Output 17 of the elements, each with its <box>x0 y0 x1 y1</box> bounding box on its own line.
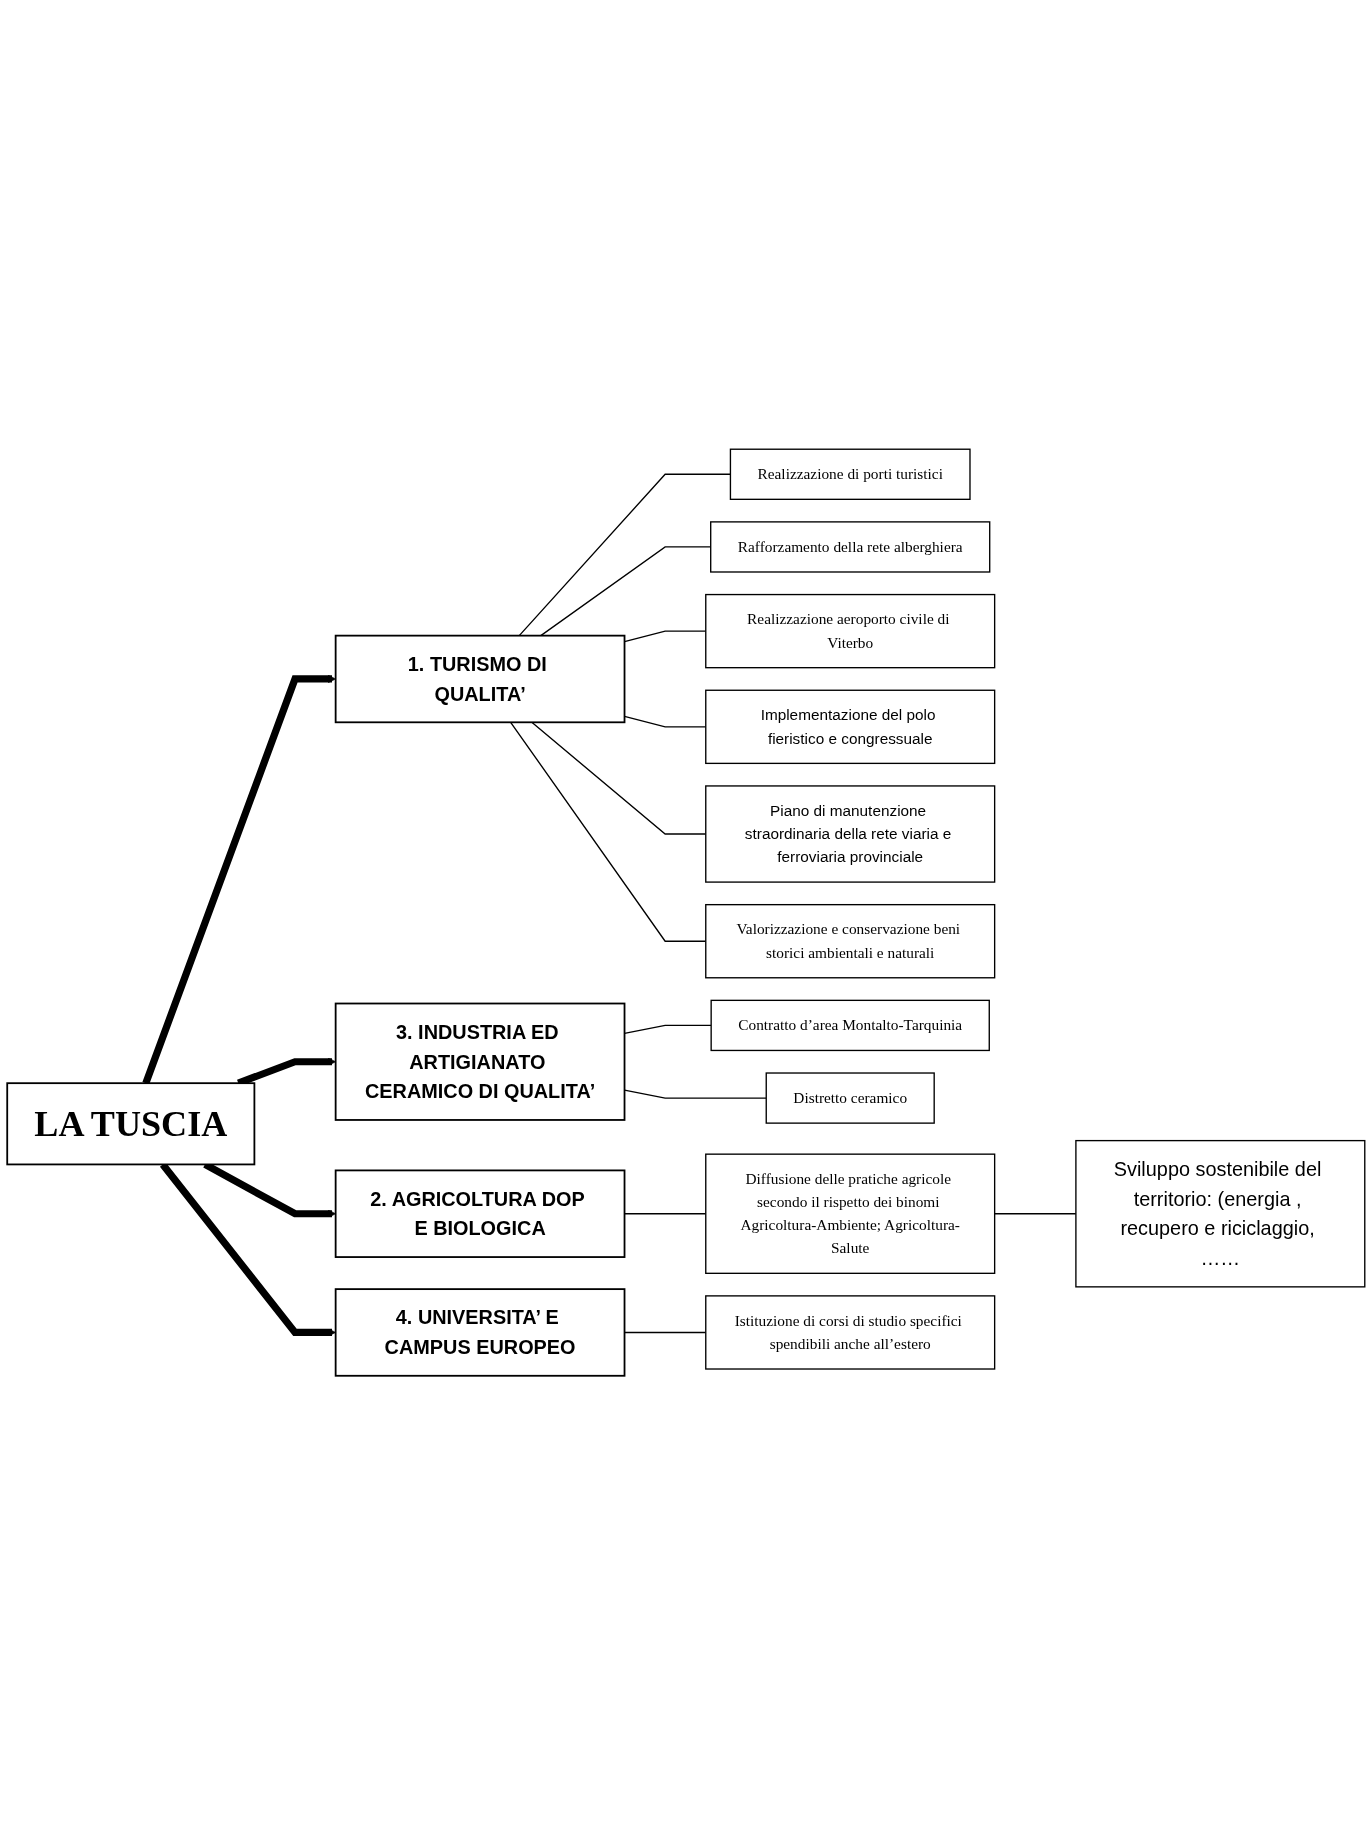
node-box: Realizzazione aeroporto civile di Viterbo <box>705 593 996 669</box>
node-box: Rafforzamento della rete alberghiera <box>710 521 991 573</box>
node-box: 3. INDUSTRIA ED ARTIGIANATO CERAMICO DI QUALITA’ <box>334 1002 626 1121</box>
node-box: Distretto ceramico <box>765 1072 935 1124</box>
node-box: Implementazione del polo fieristico e congressuale <box>705 689 996 765</box>
node-box: Diffusione delle pratiche agricole secondo il rispetto dei binomi Agricoltura-Ambiente; Agricoltura-Salute <box>705 1153 996 1274</box>
node-box: Valorizzazione e conservazione beni storici ambientali e naturali <box>705 904 996 979</box>
node-box: Sviluppo sostenibile del territorio: (energia , recupero e riciclaggio, …… <box>1075 1139 1366 1288</box>
node-box: 2. AGRICOLTURA DOP E BIOLOGICA <box>334 1169 626 1258</box>
node-box: LA TUSCIA <box>6 1082 256 1166</box>
node-box: Istituzione di corsi di studio specifici spendibili anche all’estero <box>705 1295 996 1370</box>
node-box: Realizzazione di porti turistici <box>729 448 971 500</box>
node-box: Contratto d’area Montalto-Tarquinia <box>710 999 990 1052</box>
node-box: 4. UNIVERSITA’ E CAMPUS EUROPEO <box>334 1288 626 1377</box>
node-box: 1. TURISMO DI QUALITA’ <box>334 634 626 724</box>
arrow <box>142 675 336 1085</box>
node-box: Piano di manutenzione straordinaria della rete viaria e ferroviaria provinciale <box>705 785 996 883</box>
